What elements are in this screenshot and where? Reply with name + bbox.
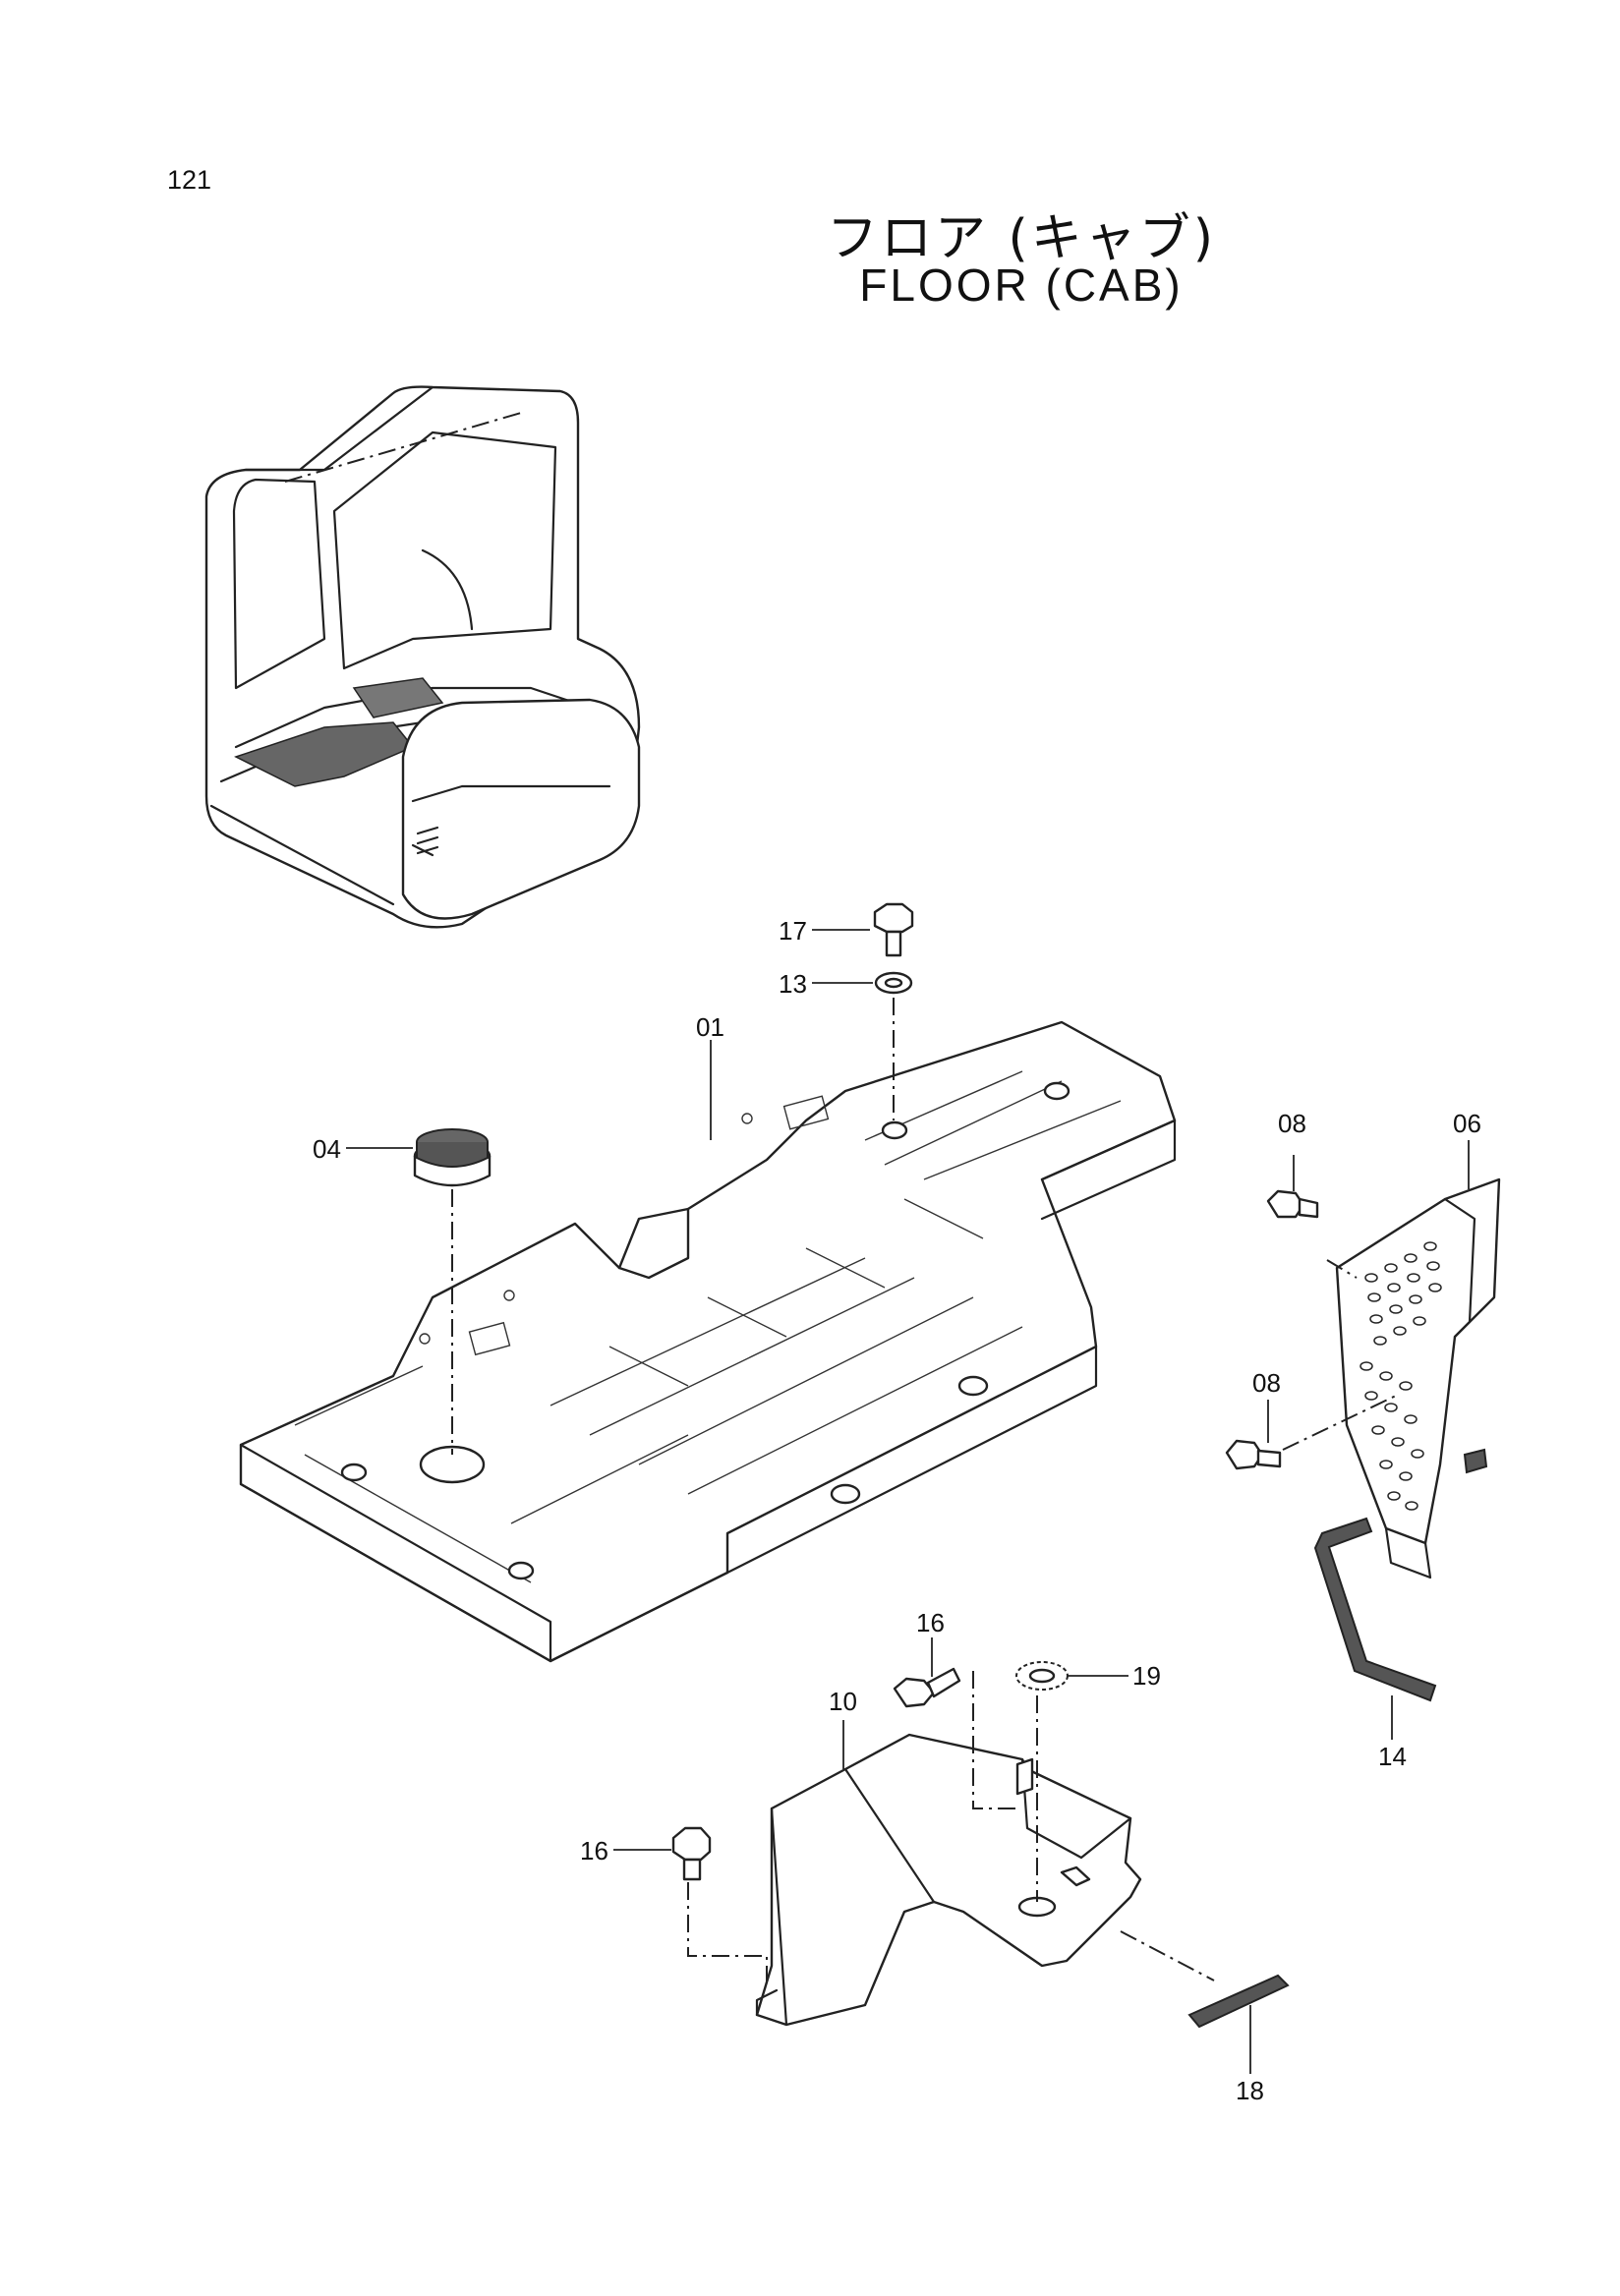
callout-labels: 17 13 01 04 08 06 08 14 16 19 10 16 18 [313,916,1481,2105]
callout-01: 01 [696,1012,724,1042]
plug-part-04 [413,1128,492,1455]
callout-10: 10 [829,1687,857,1716]
callout-18: 18 [1236,2076,1264,2105]
perforated-plate-part-06 [1282,1177,1501,1579]
title-english: FLOOR (CAB) [859,259,1184,311]
callout-16-upper: 16 [916,1608,945,1637]
callout-13: 13 [779,969,807,999]
leader-lines [346,929,1470,2074]
bolt-part-17 [873,902,914,957]
callout-19: 19 [1132,1661,1161,1691]
callout-06: 06 [1453,1109,1481,1138]
cover-bracket-part-10 [687,1671,1215,2027]
callout-17: 17 [779,916,807,946]
callout-04: 04 [313,1134,341,1164]
page-number: 121 [167,165,212,195]
lock-washer-part-19 [1015,1661,1069,1691]
bolt-part-08-upper [1266,1189,1319,1219]
washer-part-13 [874,971,913,995]
rubber-seal-part-18 [1187,1974,1290,2029]
title-japanese: フロア (キャブ) [826,209,1217,268]
bolt-part-08-lower [1225,1439,1282,1470]
cab-overview-illustration [204,385,641,929]
rubber-strip-part-14 [1313,1448,1488,1702]
callout-14: 14 [1378,1742,1407,1771]
callout-08-upper: 08 [1278,1109,1306,1138]
bolt-part-16-lower [671,1826,712,1881]
bolt-part-16-upper [893,1667,961,1708]
floor-plate-part-01 [239,1020,1177,1663]
plate-holes [1360,1241,1442,1511]
callout-16-lower: 16 [580,1836,608,1866]
callout-08-lower: 08 [1252,1368,1281,1398]
